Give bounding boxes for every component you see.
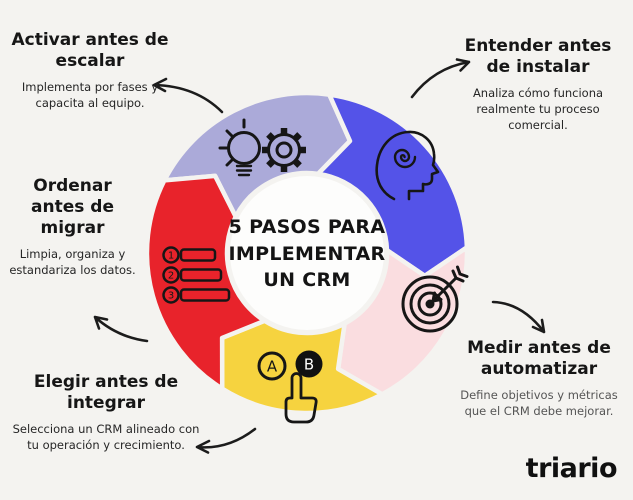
head-spiral-icon bbox=[375, 130, 440, 201]
lightbulb-gear-icon bbox=[218, 118, 306, 177]
center-title: 5 PASOS PARA IMPLEMENTAR UN CRM bbox=[217, 214, 397, 294]
step-body: Implementa por fases y capacita al equip… bbox=[21, 80, 159, 111]
connector-arrow bbox=[410, 58, 471, 99]
connector-arrow bbox=[195, 427, 257, 454]
connector-arrow bbox=[152, 77, 224, 114]
step-label-elegir: Elegir antes de integrar Selecciona un C… bbox=[10, 372, 202, 453]
svg-text:A: A bbox=[267, 358, 278, 376]
wheel-center bbox=[230, 176, 384, 330]
svg-text:3: 3 bbox=[168, 291, 174, 302]
svg-text:1: 1 bbox=[168, 251, 174, 262]
step-label-medir: Medir antes de automatizar Define objeti… bbox=[450, 338, 628, 419]
wheel-segment-5 bbox=[144, 173, 267, 391]
svg-text:B: B bbox=[304, 356, 314, 374]
step-heading: Activar antes de escalar bbox=[11, 30, 169, 72]
svg-text:2: 2 bbox=[168, 271, 174, 282]
step-body: Define objetivos y métricas que el CRM d… bbox=[460, 388, 618, 419]
step-heading: Entender antes de instalar bbox=[464, 36, 612, 78]
center-title-line: 5 PASOS PARA bbox=[228, 216, 386, 238]
center-title-line: IMPLEMENTAR bbox=[228, 242, 386, 265]
triario-logo: triario bbox=[525, 453, 618, 484]
target-arrow-icon bbox=[401, 265, 469, 333]
step-body: Selecciona un CRM alineado con tu operac… bbox=[12, 422, 200, 453]
numbered-list-icon: 1 2 3 bbox=[162, 246, 231, 304]
step-label-entender: Entender antes de instalar Analiza cómo … bbox=[452, 36, 624, 133]
step-body: Limpia, organiza y estandariza los datos… bbox=[9, 247, 136, 278]
step-body: Analiza cómo funciona realmente tu proce… bbox=[472, 86, 604, 133]
step-label-activar: Activar antes de escalar Implementa por … bbox=[6, 30, 174, 111]
step-heading: Ordenar antes de migrar bbox=[31, 176, 114, 239]
step-heading: Medir antes de automatizar bbox=[467, 338, 611, 380]
connector-arrow bbox=[491, 300, 546, 334]
wheel-segment-2 bbox=[315, 92, 470, 279]
connector-arrow bbox=[93, 315, 149, 343]
step-label-ordenar: Ordenar antes de migrar Limpia, organiza… bbox=[5, 176, 140, 278]
center-title-line: UN CRM bbox=[263, 269, 351, 292]
step-heading: Elegir antes de integrar bbox=[33, 372, 179, 414]
